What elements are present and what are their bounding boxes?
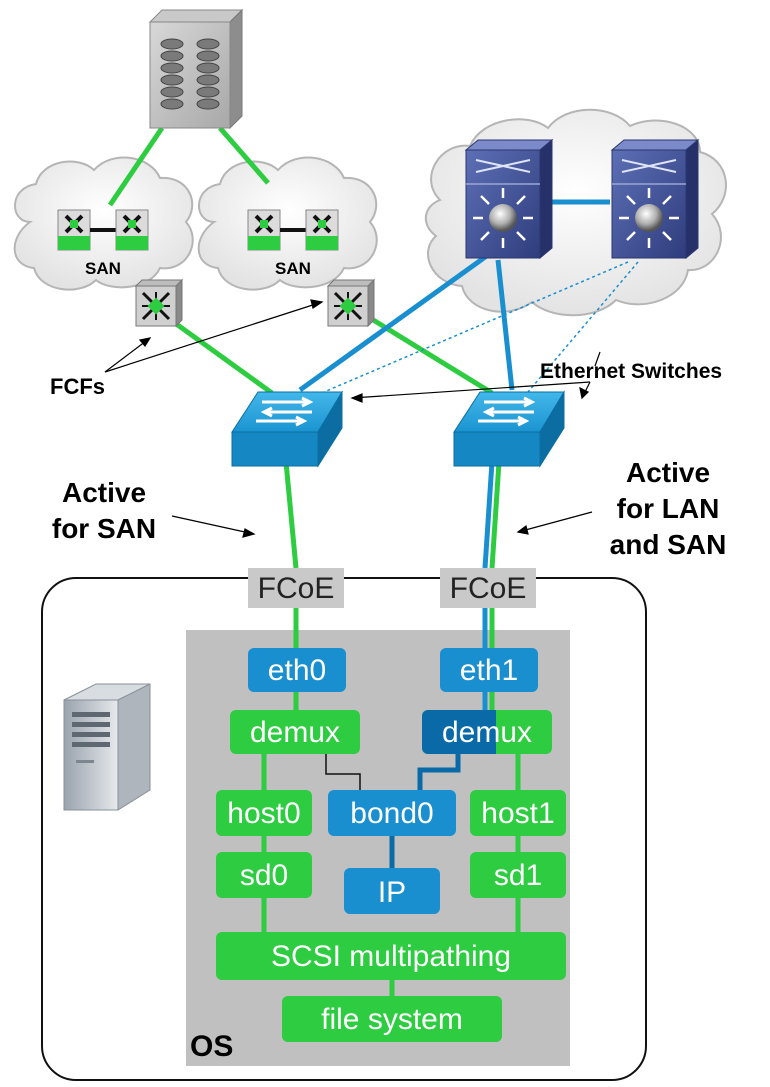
eth0-label: eth0 — [268, 654, 326, 687]
scsi-multipathing-box — [216, 932, 566, 980]
disk-array-icon — [148, 8, 244, 130]
fcf-right-icon — [326, 278, 376, 328]
os-label: OS — [190, 1030, 233, 1063]
demux-left-label: demux — [250, 716, 340, 749]
multilayer-switch-icon — [610, 138, 700, 260]
san-left-switches — [57, 209, 149, 251]
ethernet-switch-icon — [453, 390, 565, 468]
eth1-label: eth1 — [460, 654, 518, 687]
fcoe-left-label: FCoE — [258, 572, 335, 605]
annotation-arrows — [104, 299, 601, 538]
host1-box — [470, 790, 566, 836]
host0-label: host0 — [227, 797, 300, 830]
server-tower-icon — [63, 683, 151, 811]
demux-right-label: demux — [442, 716, 532, 749]
bond0-box — [328, 790, 456, 836]
ethernet-switches-label: Ethernet Switches — [540, 360, 722, 383]
san-cloud-right — [197, 156, 378, 291]
fcfs-label: FCFs — [50, 374, 105, 399]
fc-switch-icon — [57, 209, 91, 251]
file-system-box — [282, 996, 502, 1042]
eth0-box — [248, 648, 346, 692]
ip-label: IP — [378, 876, 406, 909]
active-lan-label-line2: for LAN — [617, 493, 720, 524]
san-label-left: SAN — [85, 259, 121, 278]
sd0-box — [216, 852, 312, 898]
fcoe-box-right — [440, 568, 536, 608]
file-system-label: file system — [321, 1003, 463, 1036]
fcf-left-icon — [134, 278, 184, 328]
bond0-label: bond0 — [350, 797, 433, 830]
san-label-right: SAN — [275, 259, 311, 278]
scsi-multipathing-label: SCSI multipathing — [271, 940, 511, 973]
san-right-switches — [247, 209, 339, 251]
stack-connectors — [261, 604, 521, 996]
sd0-label: sd0 — [240, 859, 288, 892]
demux-right-lan-part — [422, 710, 496, 754]
demux-left-box — [230, 710, 360, 754]
eth1-box — [440, 648, 538, 692]
sd1-box — [470, 852, 566, 898]
ethernet-switch-icon — [231, 390, 343, 468]
active-san-label-line1: Active — [62, 477, 146, 508]
os-stack-panel — [186, 630, 570, 1066]
active-lan-label-line3: and SAN — [610, 529, 727, 560]
host1-label: host1 — [481, 797, 554, 830]
active-san-label-line2: for SAN — [52, 513, 156, 544]
fcoe-right-label: FCoE — [450, 572, 527, 605]
fc-switch-icon — [115, 209, 149, 251]
host0-box — [216, 790, 312, 836]
active-lan-label-line1: Active — [626, 457, 710, 488]
san-cloud-left — [13, 156, 194, 291]
sd1-label: sd1 — [494, 859, 542, 892]
fc-switch-icon — [305, 209, 339, 251]
fcoe-box-left — [248, 568, 344, 608]
multilayer-switch-icon — [464, 138, 554, 260]
links — [107, 126, 639, 569]
ip-box — [344, 868, 440, 914]
fc-switch-icon — [247, 209, 281, 251]
